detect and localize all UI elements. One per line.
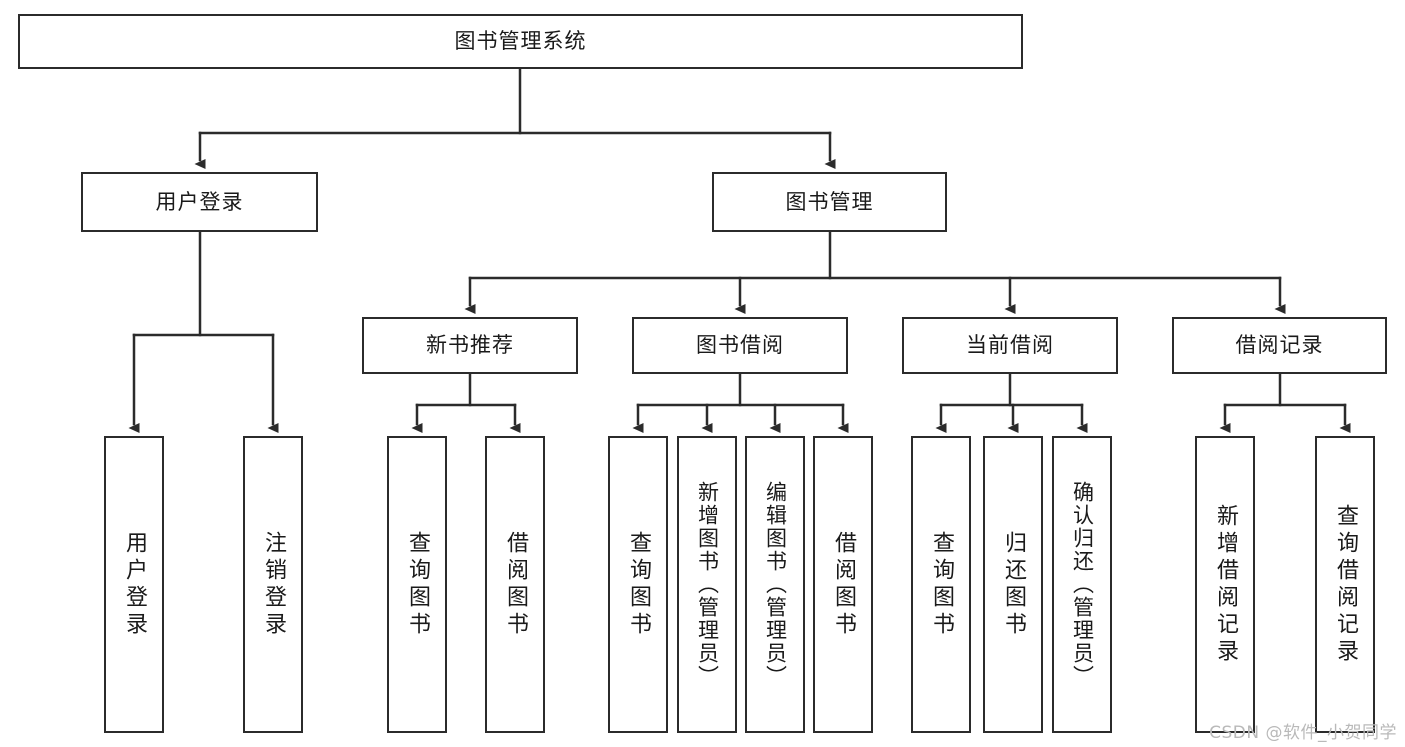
node-leaf-user-login-label: 用户登录 [122, 530, 147, 639]
node-leaf-user-login[interactable]: 用户登录 [104, 436, 164, 733]
node-leaf-borrow-book[interactable]: 借阅图书 [813, 436, 873, 733]
node-leaf-query-record-label: 查询借阅记录 [1333, 503, 1358, 666]
node-leaf-user-logout[interactable]: 注销登录 [243, 436, 303, 733]
node-leaf-confirm-return-label: 确认归还（管理员） [1070, 481, 1095, 688]
node-leaf-user-logout-label: 注销登录 [261, 530, 286, 639]
node-leaf-query-book-borrow-label: 查询图书 [626, 530, 651, 639]
node-leaf-query-book-borrow[interactable]: 查询图书 [608, 436, 668, 733]
node-leaf-add-record[interactable]: 新增借阅记录 [1195, 436, 1255, 733]
node-leaf-return-book[interactable]: 归还图书 [983, 436, 1043, 733]
node-leaf-query-book-cur[interactable]: 查询图书 [911, 436, 971, 733]
node-leaf-query-book-rec[interactable]: 查询图书 [387, 436, 447, 733]
node-borrow-record[interactable]: 借阅记录 [1172, 317, 1387, 374]
node-leaf-query-book-cur-label: 查询图书 [929, 530, 954, 639]
node-leaf-add-book-label: 新增图书（管理员） [695, 481, 720, 688]
node-leaf-add-record-label: 新增借阅记录 [1213, 503, 1238, 666]
node-leaf-borrow-book-rec-label: 借阅图书 [503, 530, 528, 639]
node-book-borrow-label: 图书借阅 [696, 333, 784, 358]
node-book-manage[interactable]: 图书管理 [712, 172, 947, 232]
node-leaf-borrow-book-label: 借阅图书 [831, 530, 856, 639]
node-current-borrow-label: 当前借阅 [966, 333, 1054, 358]
node-leaf-borrow-book-rec[interactable]: 借阅图书 [485, 436, 545, 733]
node-borrow-record-label: 借阅记录 [1235, 333, 1324, 358]
node-leaf-query-book-rec-label: 查询图书 [405, 530, 430, 639]
node-leaf-edit-book-label: 编辑图书（管理员） [763, 481, 788, 688]
node-book-manage-label: 图书管理 [785, 189, 874, 214]
node-root[interactable]: 图书管理系统 [18, 14, 1023, 69]
node-user-login[interactable]: 用户登录 [81, 172, 318, 232]
node-new-book-recommend-label: 新书推荐 [426, 333, 514, 358]
node-leaf-return-book-label: 归还图书 [1001, 530, 1026, 639]
node-leaf-add-book[interactable]: 新增图书（管理员） [677, 436, 737, 733]
node-leaf-edit-book[interactable]: 编辑图书（管理员） [745, 436, 805, 733]
node-user-login-label: 用户登录 [155, 189, 244, 214]
node-root-label: 图书管理系统 [454, 29, 587, 54]
node-leaf-query-record[interactable]: 查询借阅记录 [1315, 436, 1375, 733]
node-book-borrow[interactable]: 图书借阅 [632, 317, 848, 374]
node-new-book-recommend[interactable]: 新书推荐 [362, 317, 578, 374]
csdn-watermark: CSDN @软件_小贺同学 [1209, 723, 1397, 743]
node-leaf-confirm-return[interactable]: 确认归还（管理员） [1052, 436, 1112, 733]
node-current-borrow[interactable]: 当前借阅 [902, 317, 1118, 374]
